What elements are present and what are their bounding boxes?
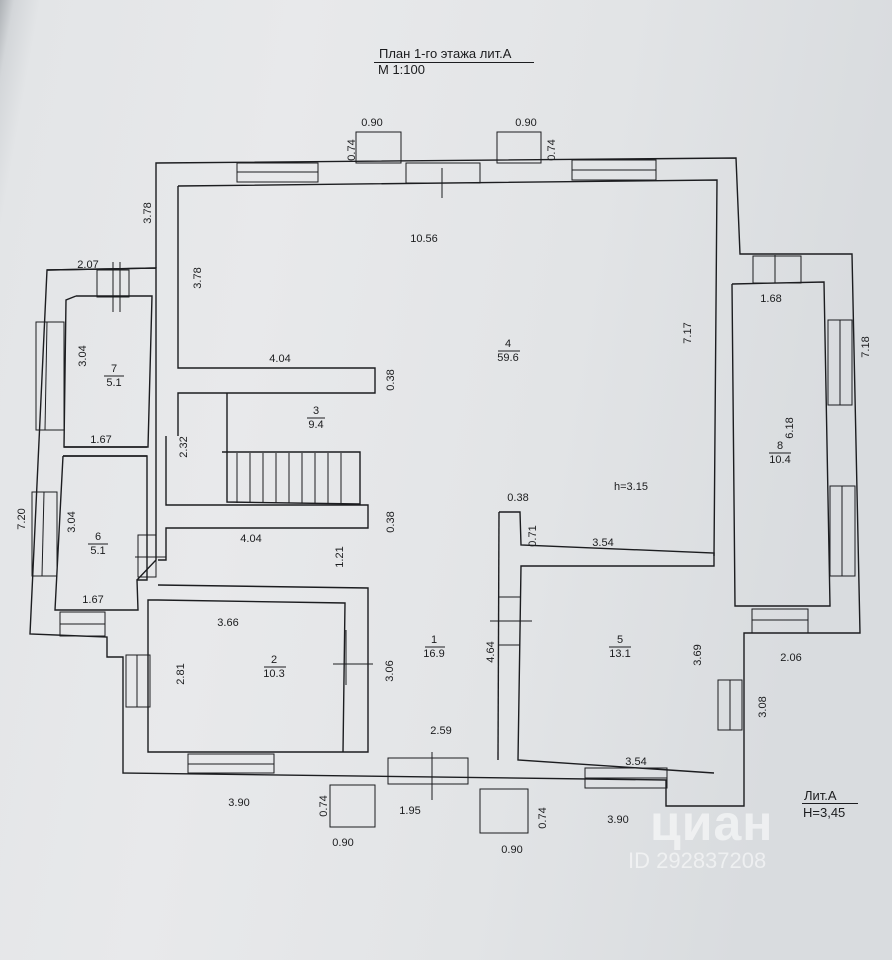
room-area: 13.1 (609, 648, 630, 660)
dimension-label: 2.32 (178, 436, 190, 457)
dimension-label: 3.06 (384, 660, 396, 681)
dimension-label: 0.71 (527, 525, 539, 546)
dimension-label: 4.04 (269, 353, 290, 365)
room-area: 59.6 (497, 352, 518, 364)
plan-title: План 1-го этажа лит.А (379, 46, 512, 61)
door-markers (112, 168, 776, 800)
dimension-label: 0.38 (507, 492, 528, 504)
dimension-label: 0.90 (332, 837, 353, 849)
dimension-label: h=3.15 (614, 481, 648, 493)
dimension-label: 0.74 (346, 139, 358, 160)
room-number: 1 (431, 634, 437, 646)
dimension-label: 6.18 (784, 417, 796, 438)
room-number: 6 (95, 531, 101, 543)
room-area: 5.1 (106, 377, 121, 389)
dimension-label: 2.07 (77, 259, 98, 271)
west-annex-outline (46, 267, 157, 581)
dimension-label: 3.08 (757, 696, 769, 717)
dimension-label: 7.17 (682, 322, 694, 343)
room-area: 10.3 (263, 668, 284, 680)
dimension-label: 1.21 (334, 546, 346, 567)
room-5-walls (499, 511, 715, 774)
title-underline (374, 62, 534, 63)
dimension-label: 0.90 (361, 117, 382, 129)
dimension-label: 3.04 (66, 511, 78, 532)
room-number: 7 (111, 363, 117, 375)
dimension-label: 1.67 (82, 594, 103, 606)
room-4-inner (158, 436, 369, 561)
dimension-label: 0.38 (385, 369, 397, 390)
room-area: 16.9 (423, 648, 444, 660)
room-area: 10.4 (769, 454, 790, 466)
dimension-label: 3.90 (607, 814, 628, 826)
watermark-brand: циан (650, 795, 774, 851)
pilasters-top (355, 131, 542, 164)
room-number: 3 (313, 405, 319, 417)
dimension-label: 3.90 (228, 797, 249, 809)
dimension-label: 2.59 (430, 725, 451, 737)
room-labels: 1 16.9 2 10.3 3 9.4 4 59.6 5 13.1 6 5.1 7 5.1 8 10.4 (90, 338, 790, 680)
windows-right (717, 255, 856, 731)
dimension-label: 2.81 (175, 663, 187, 684)
dimension-label: 3.66 (217, 617, 238, 629)
dimension-label: 0.74 (546, 139, 558, 160)
stamp-underline (802, 803, 858, 804)
dimension-label: 3.54 (625, 756, 646, 768)
plan-scale: М 1:100 (378, 62, 425, 77)
room-number: 2 (271, 654, 277, 666)
windows-left (31, 269, 157, 708)
room-2-inner (157, 599, 346, 753)
room-number: 4 (505, 338, 511, 350)
outer-wall-outline (29, 157, 861, 807)
windows-top (236, 159, 657, 184)
dimension-label: 3.78 (192, 267, 204, 288)
room-7-walls (63, 295, 153, 448)
dimension-label: 7.18 (860, 336, 872, 357)
dimension-label: 1.67 (90, 434, 111, 446)
main-room-boundary (177, 179, 718, 557)
room-5-outer (497, 511, 500, 761)
dimension-labels: 0.900.740.900.743.7810.562.073.787.171.6… (16, 117, 872, 856)
dimension-label: 4.04 (240, 533, 261, 545)
dimension-label: 4.64 (485, 641, 497, 662)
room-area: 5.1 (90, 545, 105, 557)
stair-enclosure (222, 393, 361, 505)
dimension-label: 3.78 (142, 202, 154, 223)
dimension-label: 0.74 (318, 795, 330, 816)
stair-steps (236, 453, 342, 504)
windows-bottom (187, 753, 668, 789)
room-2-walls (147, 584, 369, 753)
dimension-label: 0.90 (515, 117, 536, 129)
dimension-label: 10.56 (410, 233, 438, 245)
room-label-lines (88, 350, 791, 668)
dimension-label: 1.68 (760, 293, 781, 305)
inner-wall-outline (177, 186, 376, 436)
dimension-label: 3.69 (692, 644, 704, 665)
dimension-label: 1.95 (399, 805, 420, 817)
dimension-label: 3.54 (592, 537, 613, 549)
dimension-label: 7.20 (16, 508, 28, 529)
dimension-label: 0.90 (501, 844, 522, 856)
dimension-label: 3.04 (77, 345, 89, 366)
room-number: 8 (777, 440, 783, 452)
stamp-lit: Лит.А (804, 788, 837, 803)
room-area: 9.4 (308, 419, 323, 431)
stamp-height: Н=3,45 (803, 805, 846, 820)
dimension-label: 0.38 (385, 511, 397, 532)
room-number: 5 (617, 634, 623, 646)
pilasters-bottom (329, 784, 529, 834)
watermark-id: ID 292837208 (628, 848, 767, 873)
dimension-label: 2.06 (780, 652, 801, 664)
dimension-label: 0.74 (537, 807, 549, 828)
